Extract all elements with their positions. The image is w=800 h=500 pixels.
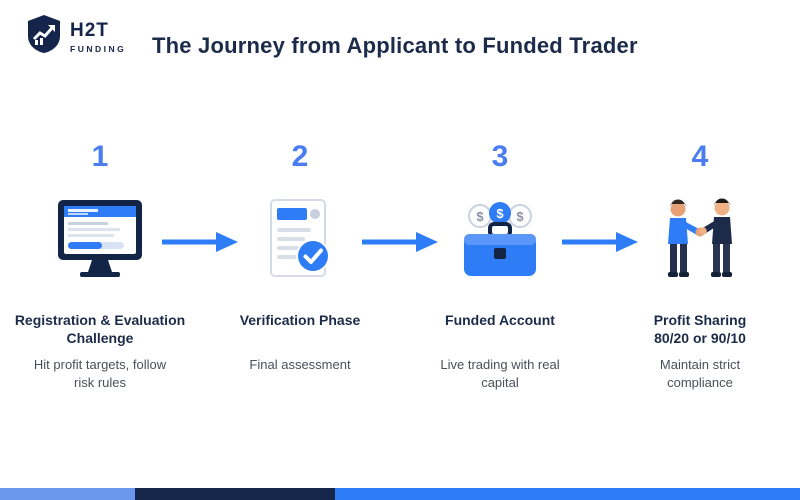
logo-subtitle: FUNDING	[70, 43, 127, 54]
step-profit-sharing: 4	[600, 138, 800, 392]
page-title: The Journey from Applicant to Funded Tra…	[152, 33, 638, 58]
step-title: Registration & Evaluation Challenge	[14, 312, 186, 346]
steps-row: 1 Registration & Evaluation Challenge Hi…	[0, 138, 800, 392]
step-description: Final assessment	[249, 357, 351, 372]
step-number: 4	[691, 140, 709, 173]
step-verification: 2 Verification Phase Final assessment	[200, 138, 400, 392]
logo: H2T FUNDING	[26, 14, 126, 59]
svg-text:$: $	[516, 209, 524, 224]
step-description: Hit profit targets, follow risk rules	[33, 357, 167, 391]
step-title: Profit Sharing 80/20 or 90/10	[653, 312, 747, 346]
footer-segment	[335, 488, 800, 500]
briefcase-money-icon: $ $ $	[458, 190, 542, 294]
arrow-right-icon	[560, 231, 638, 258]
svg-text:$: $	[496, 206, 504, 221]
step-number: 2	[291, 140, 309, 173]
arrow-right-icon	[360, 231, 438, 258]
footer-segment	[135, 488, 335, 500]
step-title: Verification Phase	[239, 312, 361, 328]
step-description: Maintain strict compliance	[659, 357, 741, 391]
step-funded-account: 3 $ $ $ Funded Account Live trading with…	[400, 138, 600, 392]
step-description: Live trading with real capital	[440, 357, 560, 391]
step-title: Funded Account	[445, 312, 555, 328]
monitor-icon	[52, 190, 148, 294]
logo-text: H2T	[70, 19, 109, 41]
arrow-right-icon	[160, 231, 238, 258]
document-check-icon	[261, 190, 339, 294]
step-registration: 1 Registration & Evaluation Challenge Hi…	[0, 138, 200, 392]
shield-chart-icon	[26, 14, 62, 59]
footer-bar	[0, 488, 800, 500]
step-number: 1	[91, 140, 109, 173]
handshake-icon	[652, 190, 748, 294]
svg-text:$: $	[476, 209, 484, 224]
step-number: 3	[491, 140, 509, 173]
footer-segment	[0, 488, 135, 500]
